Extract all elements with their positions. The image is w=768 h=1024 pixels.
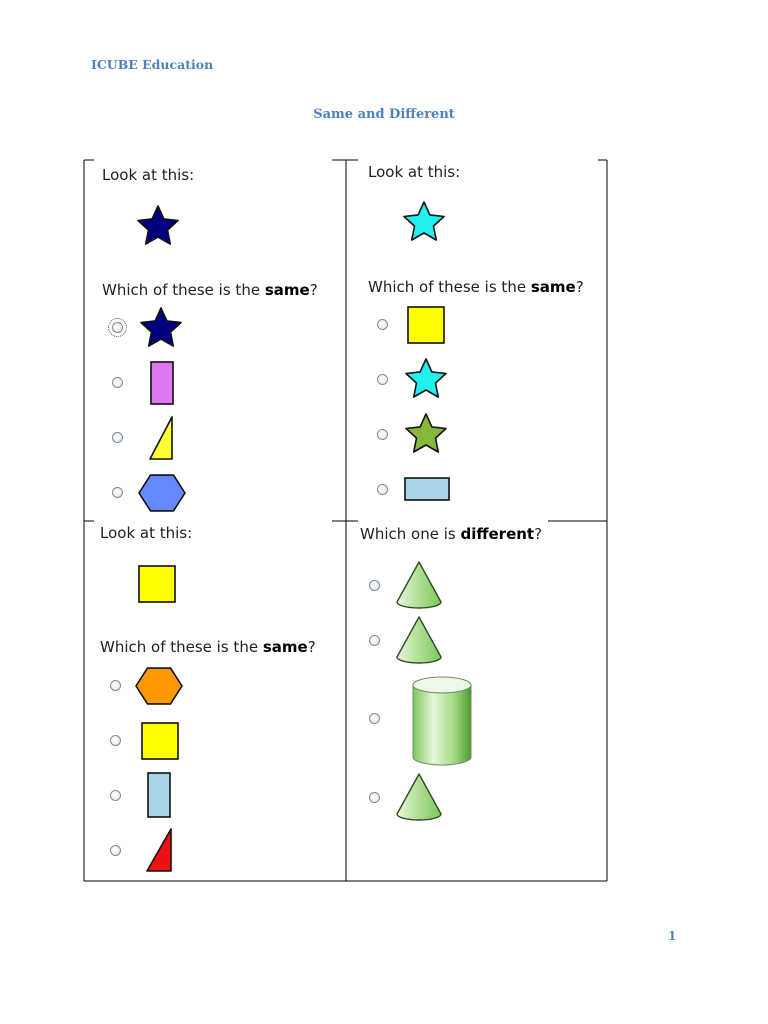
question-4-option-4-radio[interactable] [369, 792, 380, 803]
question-4-option-3-radio[interactable] [369, 713, 380, 724]
question-2-option-4-rectangle-icon [404, 477, 450, 501]
question-1-option-4-hexagon-icon [138, 474, 186, 512]
question-3-option-4-radio[interactable] [110, 845, 121, 856]
question-2-prompt: Look at this: [368, 163, 461, 181]
organization-header: ICUBE Education [91, 57, 214, 72]
page-title: Same and Different [313, 107, 455, 122]
question-2-text: Which of these is the same? [368, 278, 584, 296]
question-4-text: Which one is different? [360, 525, 543, 543]
question-3-target-square-icon [138, 565, 176, 603]
question-1-option-2-rectangle-icon [150, 361, 174, 405]
question-4-option-4-cone-icon [396, 773, 442, 821]
question-3-text: Which of these is the same? [100, 638, 316, 656]
question-1-prompt: Look at this: [102, 166, 195, 184]
question-3-option-3-rectangle-icon [147, 772, 171, 818]
question-2-option-4-radio[interactable] [377, 484, 388, 495]
question-4-option-3-cylinder-icon [412, 676, 472, 766]
question-2-option-2-radio[interactable] [377, 374, 388, 385]
question-1-option-1-radio[interactable] [108, 318, 127, 337]
question-1-option-1-star-icon [140, 307, 182, 347]
question-1-text: Which of these is the same? [102, 281, 318, 299]
question-4-option-1-radio[interactable] [369, 580, 380, 591]
question-2-option-1-radio[interactable] [377, 319, 388, 330]
question-3-prompt: Look at this: [100, 524, 193, 542]
question-4-option-1-cone-icon [396, 561, 442, 609]
question-1-option-3-radio[interactable] [112, 432, 123, 443]
question-2-option-2-star-icon [405, 358, 447, 398]
question-3-option-4-triangle-icon [146, 828, 172, 872]
question-2-option-3-radio[interactable] [377, 429, 388, 440]
question-4-option-2-cone-icon [396, 616, 442, 664]
question-3-option-2-radio[interactable] [110, 735, 121, 746]
question-1-option-2-radio[interactable] [112, 377, 123, 388]
page-number: 1 [668, 929, 677, 943]
question-1-option-4-radio[interactable] [112, 487, 123, 498]
question-3-option-1-hexagon-icon [135, 667, 183, 705]
question-3-option-3-radio[interactable] [110, 790, 121, 801]
question-2-target-star-icon [403, 201, 445, 241]
question-2-option-1-square-icon [407, 306, 445, 344]
question-3-option-2-square-icon [141, 722, 179, 760]
question-1-option-3-triangle-icon [149, 416, 173, 460]
question-1-target-star-icon [137, 205, 179, 245]
question-4-option-2-radio[interactable] [369, 635, 380, 646]
question-2-option-3-star-icon [405, 413, 447, 453]
question-3-option-1-radio[interactable] [110, 680, 121, 691]
